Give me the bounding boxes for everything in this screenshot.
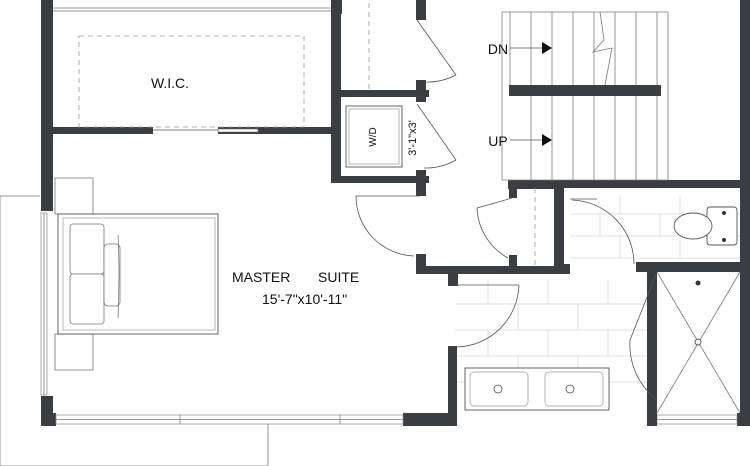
toilet	[673, 206, 738, 246]
nightstand-bottom	[54, 333, 94, 371]
laundry-dimensions: 3'-1"x3'	[407, 120, 419, 156]
stair-treads-lower	[530, 96, 658, 180]
stairs: DN UP	[488, 11, 669, 181]
down-arrow-icon	[542, 42, 552, 54]
master-label-suite: SUITE	[318, 269, 359, 285]
nightstand-top	[54, 177, 94, 215]
shower	[656, 271, 741, 414]
stairs-down-label: DN	[488, 41, 508, 57]
bed	[54, 177, 219, 371]
interior-walls	[53, 0, 740, 426]
master-dimensions: 15'-7"x10'-11"	[262, 291, 347, 307]
bottom-windows	[55, 414, 738, 425]
pillow-bottom	[69, 273, 105, 325]
stairs-up-label: UP	[488, 133, 507, 149]
master-label: MASTER	[232, 269, 290, 285]
vanity	[464, 367, 610, 411]
wd-label: W/D	[368, 127, 379, 146]
walk-in-closet: W.I.C.	[53, 3, 370, 133]
doors	[355, 19, 658, 401]
wic-label: W.I.C.	[151, 75, 189, 91]
deck-outline	[0, 195, 269, 466]
washer-dryer: W/D 3'-1"x3'	[345, 105, 419, 168]
up-arrow-icon	[542, 134, 552, 146]
stair-break-line	[591, 11, 613, 86]
pillow-top	[69, 223, 105, 275]
shower-drain-icon	[694, 338, 702, 346]
exterior-walls	[41, 0, 750, 426]
stair-treads-upper	[509, 12, 658, 85]
